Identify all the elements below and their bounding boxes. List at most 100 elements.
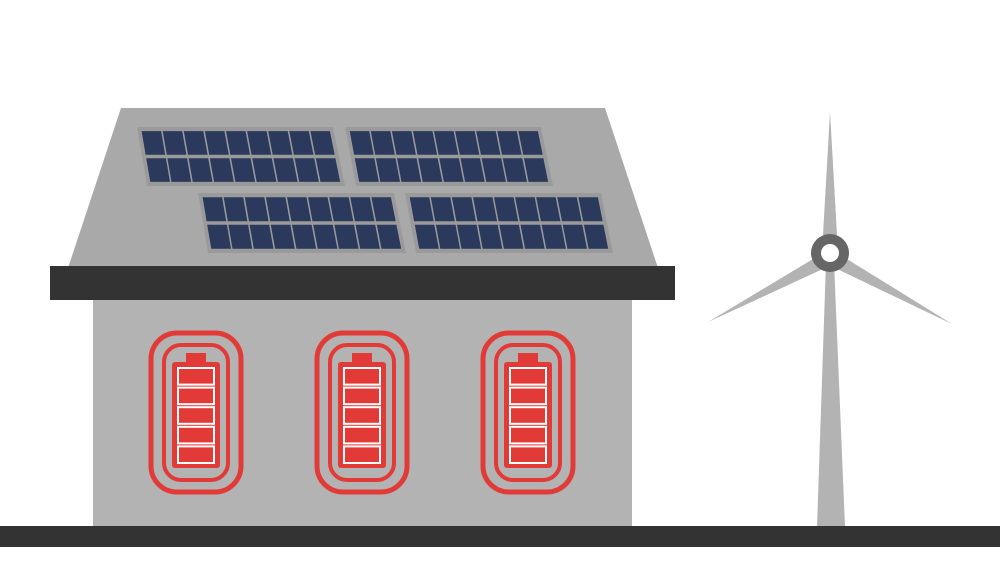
turbine-tower [817, 262, 845, 527]
battery-cell [177, 367, 215, 386]
solar-cell [207, 224, 231, 249]
solar-cell [252, 158, 277, 182]
solar-cell [457, 224, 482, 249]
solar-cell [289, 131, 314, 155]
solar-cell [202, 197, 227, 222]
solar-cell [310, 131, 335, 155]
battery-cell [177, 406, 215, 425]
solar-cell [473, 197, 498, 222]
battery-inner-outline [494, 343, 562, 482]
solar-cell [223, 197, 248, 222]
solar-cell [350, 197, 375, 222]
solar-cell [430, 197, 455, 222]
solar-cell [435, 224, 460, 249]
solar-cell [578, 197, 603, 222]
battery-cell [343, 367, 381, 386]
solar-cell [481, 158, 506, 182]
solar-cell [375, 158, 400, 182]
solar-panels [137, 127, 613, 253]
solar-cell [308, 197, 333, 222]
solar-cell [371, 197, 396, 222]
roof-trim [50, 266, 675, 300]
solar-cell [523, 158, 549, 182]
solar-cell [244, 197, 269, 222]
solar-panel-icon [198, 193, 406, 253]
solar-cell [228, 224, 253, 249]
battery-inner-outline [162, 343, 230, 482]
battery-outer-outline [480, 330, 576, 495]
house-icon [50, 108, 675, 526]
solar-cell [162, 131, 187, 155]
solar-cell [231, 158, 256, 182]
solar-cell [355, 224, 380, 249]
battery-icon [480, 330, 576, 495]
solar-cell [494, 197, 519, 222]
solar-cell [478, 224, 503, 249]
battery-cell [509, 425, 547, 445]
battery-cell [509, 386, 547, 406]
battery-inner-outline [328, 343, 396, 482]
solar-panel-icon [345, 127, 553, 186]
solar-cell [329, 197, 354, 222]
solar-cell [370, 131, 395, 155]
battery-cell [343, 406, 381, 425]
solar-cell [349, 131, 374, 155]
battery-cell [177, 425, 215, 445]
batteries [148, 330, 576, 495]
solar-cell [391, 131, 416, 155]
solar-cell [583, 224, 609, 249]
wind-turbine-icon [708, 112, 952, 527]
battery-outer-outline [148, 330, 244, 495]
solar-cell [204, 131, 229, 155]
solar-cell [413, 131, 438, 155]
solar-cell [146, 158, 170, 182]
solar-cell [292, 224, 317, 249]
solar-cell [247, 131, 272, 155]
turbine-blade-right [835, 256, 952, 324]
battery-cell [177, 386, 215, 406]
solar-cell [167, 158, 192, 182]
battery-icon [314, 330, 410, 495]
solar-cell [226, 131, 250, 155]
solar-cell [287, 197, 311, 222]
solar-cell [354, 158, 379, 182]
solar-cell [249, 224, 274, 249]
solar-cell [502, 158, 527, 182]
solar-cell [209, 158, 234, 182]
solar-cell [265, 197, 290, 222]
solar-cell [270, 224, 295, 249]
battery-cell [343, 445, 381, 464]
battery-outer-outline [314, 330, 410, 495]
solar-cell [141, 131, 166, 155]
solar-cell [273, 158, 298, 182]
turbine-hub-center [821, 244, 839, 262]
solar-panel-icon [405, 193, 613, 253]
solar-cell [397, 158, 422, 182]
battery-terminal [186, 353, 206, 363]
battery-cell [343, 425, 381, 445]
solar-cell [313, 224, 338, 249]
battery-cell [343, 386, 381, 406]
solar-cell [455, 131, 480, 155]
solar-cell [460, 158, 485, 182]
battery-cell [177, 445, 215, 464]
solar-cell [439, 158, 464, 182]
solar-cell [476, 131, 501, 155]
solar-cell [414, 224, 439, 249]
solar-cell [434, 131, 459, 155]
battery-cell [509, 367, 547, 386]
solar-cell [497, 131, 522, 155]
turbine-blade-up [823, 112, 837, 235]
solar-cell [409, 197, 434, 222]
solar-cell [188, 158, 213, 182]
solar-cell [418, 158, 443, 182]
solar-cell [536, 197, 561, 222]
ground-line [0, 526, 1000, 547]
solar-cell [562, 224, 587, 249]
battery-cell [509, 406, 547, 425]
solar-cell [334, 224, 359, 249]
battery-cell [509, 445, 547, 464]
turbine-blade-left [708, 256, 825, 322]
solar-cell [451, 197, 476, 222]
